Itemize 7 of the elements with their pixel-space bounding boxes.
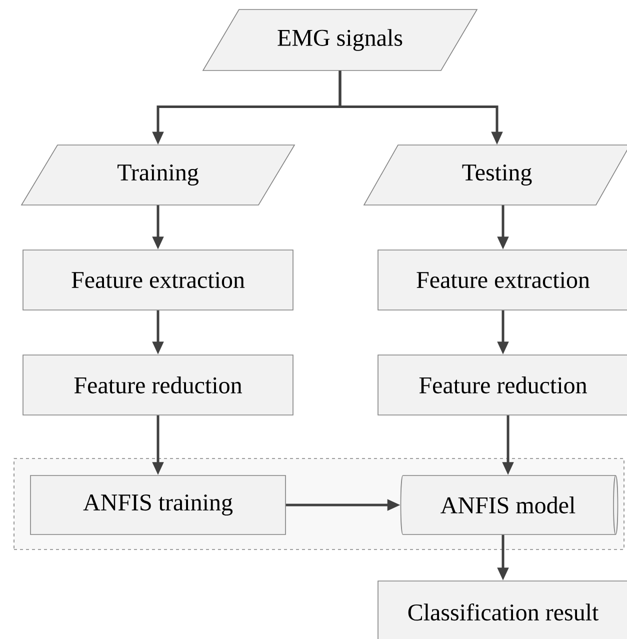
process-box: Feature reduction	[378, 354, 627, 416]
process-box: Classification result	[378, 580, 627, 639]
process-box: Feature extraction	[378, 250, 627, 310]
process-box: Feature reduction	[22, 354, 294, 416]
storage-cylinder: ANFIS model	[400, 475, 618, 535]
process-box: ANFIS training	[30, 475, 286, 535]
process-box: Feature extraction	[22, 250, 294, 310]
